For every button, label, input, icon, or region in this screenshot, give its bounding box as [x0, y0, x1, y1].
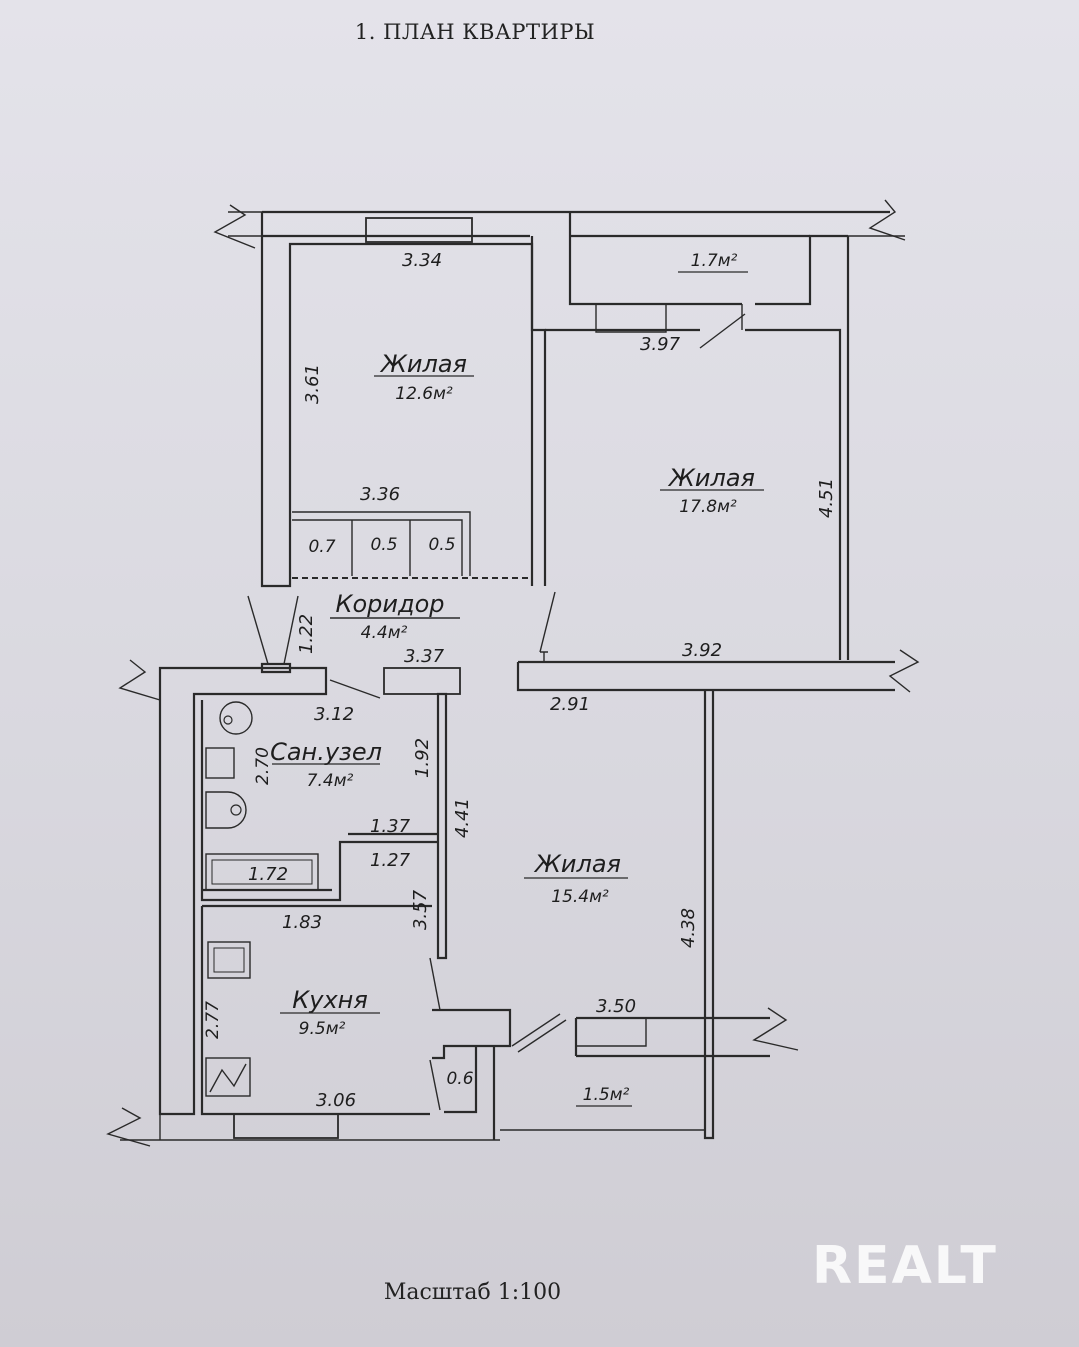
- room-living1-name: Жилая: [379, 350, 467, 378]
- room-corridor-area: 4.4м²: [361, 623, 408, 643]
- dim-label: 1.27: [370, 850, 411, 871]
- dim-label: 4.41: [452, 798, 473, 838]
- dim-label: 3.61: [302, 364, 323, 404]
- room-living3-name: Жилая: [533, 850, 621, 878]
- balcony-top-area: 1.7м²: [691, 251, 738, 271]
- room-living3-walls: [500, 690, 799, 1140]
- room-bathroom-name: Сан.узел: [270, 738, 382, 766]
- dim-label: 4.38: [678, 908, 699, 948]
- room-kitchen-name: Кухня: [292, 986, 368, 1014]
- room-living1-area: 12.6м²: [395, 384, 453, 404]
- dim-label: 2.77: [203, 1001, 223, 1039]
- dim-label: 0.6: [446, 1069, 473, 1089]
- dim-label: 0.5: [370, 535, 397, 555]
- scale-caption: Масштаб 1:100: [383, 1280, 562, 1305]
- dim-label: 0.7: [308, 537, 335, 557]
- dim-label: 1.83: [282, 912, 322, 933]
- dim-label: 1.37: [370, 816, 411, 837]
- dim-label: 3.97: [640, 334, 681, 355]
- balcony-bottom-area: 1.5м²: [583, 1085, 630, 1105]
- dim-label: 3.37: [404, 646, 445, 667]
- wall-left-lower: [106, 659, 500, 1147]
- dim-label: 3.34: [402, 250, 442, 271]
- dim-label: 2.70: [253, 747, 273, 785]
- dim-label: 1.22: [296, 614, 317, 654]
- dim-label: 4.51: [816, 478, 837, 518]
- room-living3-area: 15.4м²: [551, 887, 609, 907]
- dim-label: 1.72: [248, 864, 288, 885]
- dim-label: 3.36: [360, 484, 400, 505]
- room-bathroom-walls: [200, 692, 448, 960]
- room-corridor-name: Коридор: [335, 590, 444, 618]
- dim-label: 1.92: [412, 738, 433, 778]
- dim-label: 3.92: [682, 640, 722, 661]
- room-corridor-walls: [247, 595, 461, 699]
- room-living2-area: 17.8м²: [679, 497, 737, 517]
- room-living1-walls: [260, 236, 547, 588]
- window-living1: [365, 217, 473, 243]
- dim-label: 3.57: [410, 889, 431, 930]
- room-kitchen-walls: [200, 904, 512, 1140]
- dim-label: 0.5: [428, 535, 455, 555]
- dim-label: 3.50: [596, 996, 636, 1017]
- room-kitchen-area: 9.5м²: [299, 1019, 346, 1039]
- realt-watermark-logo: REALT: [812, 1236, 998, 1296]
- wall-top: [213, 199, 906, 249]
- balcony-top-walls: [568, 212, 848, 349]
- room-bathroom-area: 7.4м²: [307, 771, 354, 791]
- dim-label: 3.12: [314, 704, 354, 725]
- page-title: 1. ПЛАН КВАРТИРЫ: [354, 20, 596, 44]
- room-living2-walls: [516, 236, 920, 693]
- dim-label: 2.91: [550, 694, 590, 715]
- dim-label: 3.06: [316, 1090, 356, 1111]
- room-living2-name: Жилая: [667, 464, 755, 492]
